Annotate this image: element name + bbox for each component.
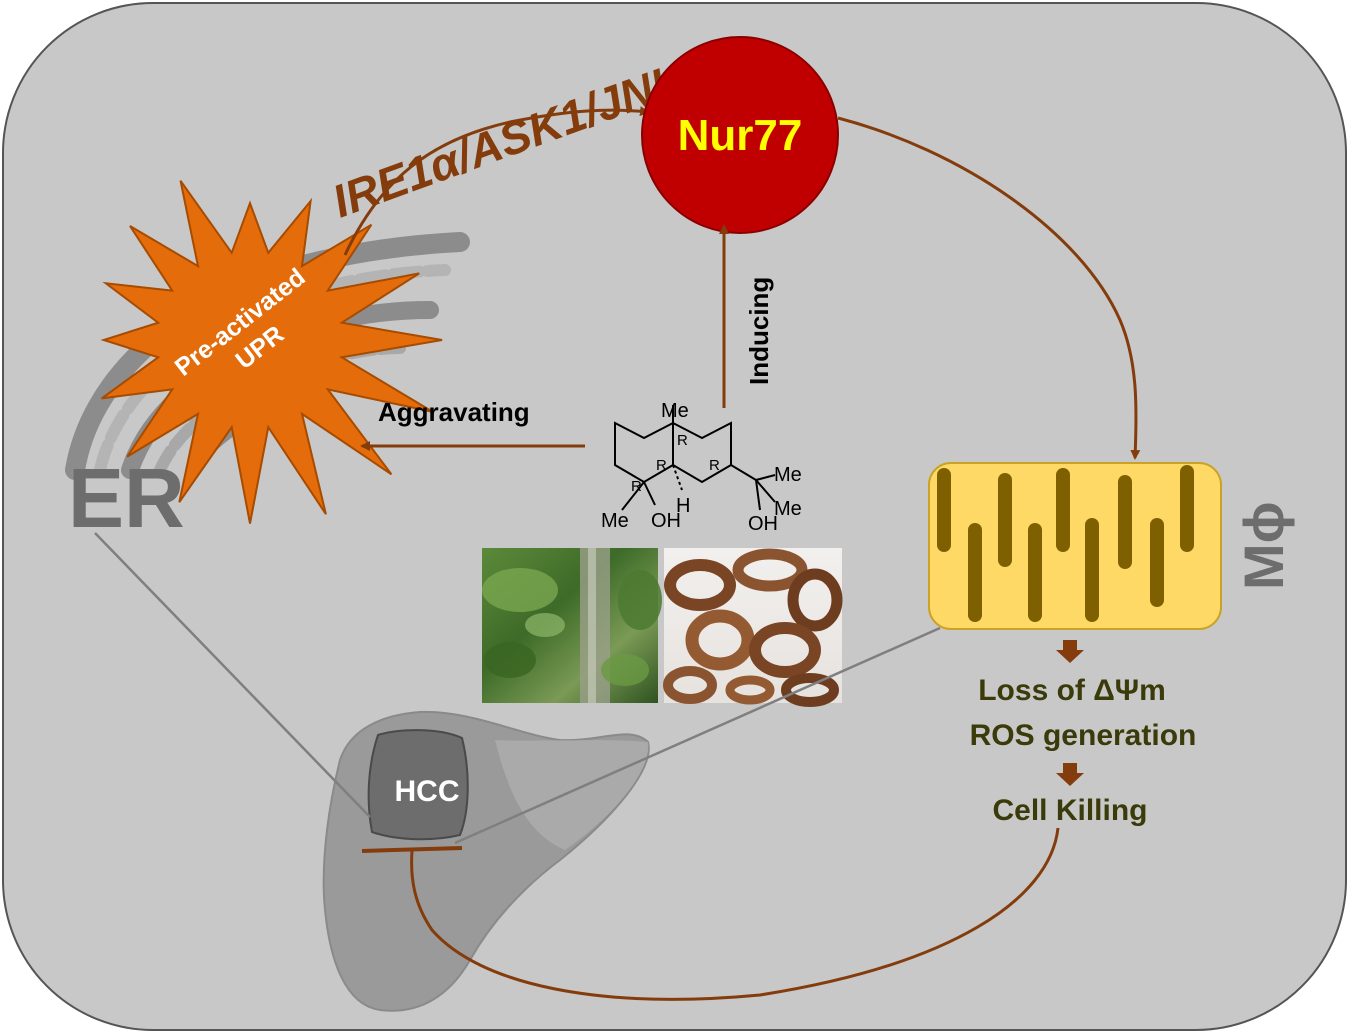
hcc-tumor <box>367 729 469 841</box>
tree-photo <box>482 548 662 703</box>
inhibition-bar <box>361 846 463 853</box>
r-label-4: R <box>709 457 720 474</box>
arrow-nur77-to-mito <box>837 116 1141 460</box>
arrow-cellkilling-to-hcc <box>410 827 1060 1001</box>
killing-label: Cell Killing <box>992 794 1147 827</box>
ros-label: ROS generation <box>970 719 1197 752</box>
r-label-3: R <box>631 478 642 495</box>
h-atom: H <box>676 495 690 517</box>
me-right1: Me <box>774 464 802 486</box>
r-label-1: R <box>677 432 688 449</box>
me-bottom: Me <box>601 510 629 532</box>
me-top: Me <box>661 400 689 422</box>
mito-label: Mϕ <box>1232 501 1295 590</box>
inducing-label: Inducing <box>744 277 774 385</box>
er-label: ER <box>68 451 185 545</box>
me-right2: Me <box>774 498 802 520</box>
oh-left: OH <box>651 510 681 532</box>
arrow-er-to-nur77 <box>343 106 650 256</box>
hcc-label: HCC <box>395 775 460 808</box>
loss-label: Loss of ΔΨm <box>978 674 1166 707</box>
connector-er-to-liver <box>94 532 371 818</box>
nur77-node <box>641 36 839 234</box>
down-arrow-1 <box>1056 640 1084 663</box>
compound-labels: Me Me Me Me OH OH H R R R R <box>601 400 802 535</box>
nur77-label: Nur77 <box>678 111 803 160</box>
r-label-2: R <box>656 457 667 474</box>
down-arrow-2 <box>1056 763 1084 786</box>
connector-mito-to-liver <box>454 626 941 845</box>
compound-structure <box>614 405 776 511</box>
upr-starburst <box>100 180 443 524</box>
bark-photo <box>663 548 843 707</box>
mitochondria-cristae <box>937 465 1194 622</box>
oh-right: OH <box>748 513 778 535</box>
aggravating-label: Aggravating <box>378 397 530 427</box>
